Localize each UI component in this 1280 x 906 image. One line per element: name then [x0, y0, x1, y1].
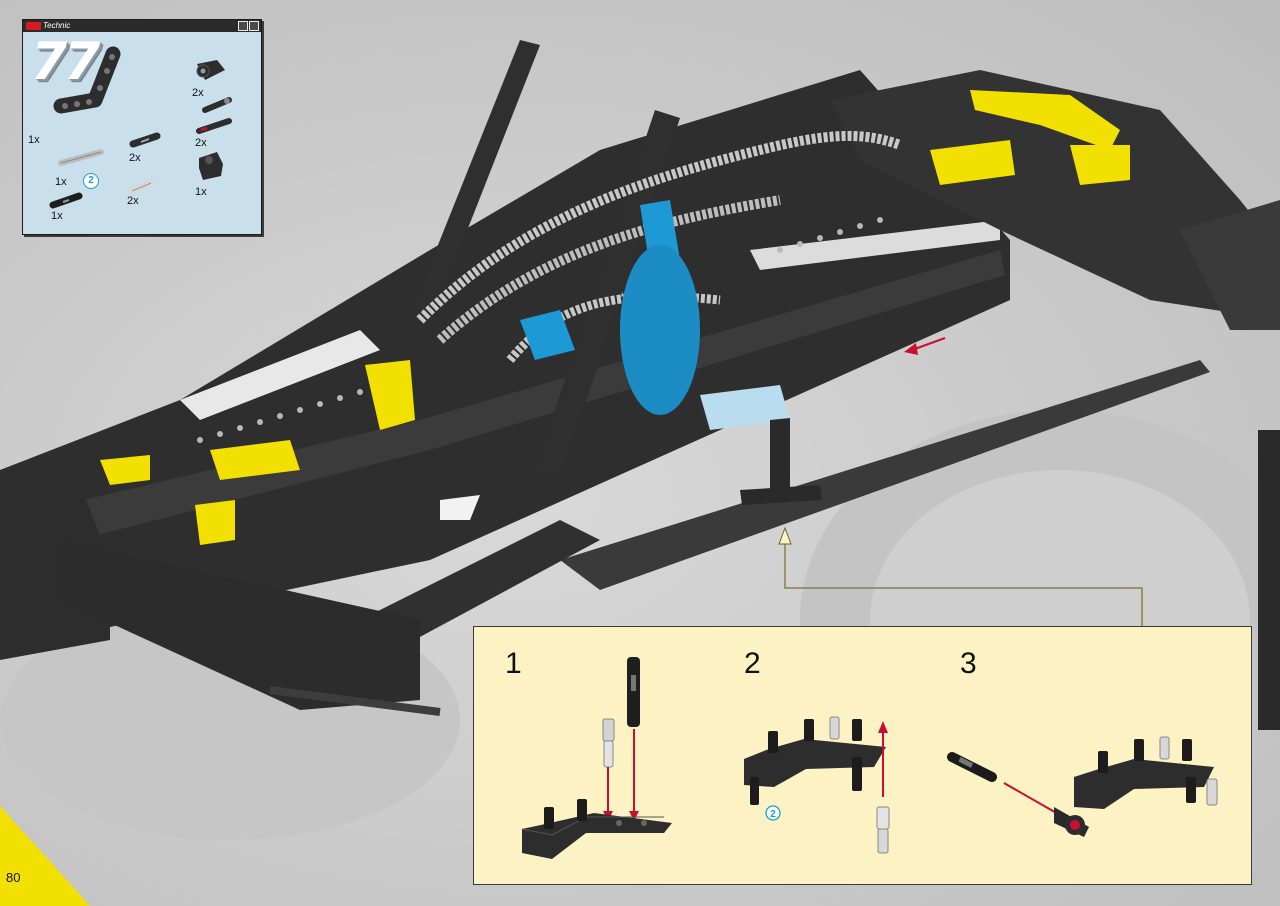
grey-axle-part	[58, 149, 104, 166]
friction-pin-part	[49, 192, 83, 209]
sub-step-1-illustration	[521, 657, 672, 859]
qty-round-connector: 2x	[192, 87, 204, 99]
brand-logo	[26, 22, 41, 30]
sub-step-3-illustration	[947, 736, 1218, 837]
page-corner-tab	[0, 806, 90, 906]
pin-pair-part	[129, 132, 161, 148]
qty-long-pin: 2x	[195, 137, 207, 149]
sub-step-1-number: 1	[505, 647, 522, 680]
parts-list-titlebar: Technic	[23, 20, 261, 32]
sub-step-2-illustration: 2	[744, 716, 890, 854]
long-pin-part	[196, 118, 232, 134]
axle-pin-part	[202, 97, 232, 113]
qty-axle-pin: 1x	[55, 176, 67, 188]
parts-list-panel: Technic 77 1x 2x 2x 2x 1x 2	[22, 19, 262, 235]
step-number: 77	[31, 32, 100, 92]
cross-block-part	[199, 152, 223, 180]
maximize-icon	[249, 21, 259, 31]
sub-assembly-callout: 1 2 3	[473, 626, 1252, 885]
bent-beam-part	[53, 46, 121, 114]
quantity-badge: 2	[83, 173, 99, 189]
sub-step-2-badge: 2	[770, 809, 776, 820]
brand-name: Technic	[43, 21, 71, 30]
qty-half-pin: 2x	[127, 195, 139, 207]
qty-bent-beam: 1x	[28, 134, 40, 146]
round-connector-part	[196, 60, 225, 80]
half-pin-part	[128, 179, 155, 195]
sub-step-2-number: 2	[744, 647, 761, 680]
sub-step-3-number: 3	[960, 647, 977, 680]
minimize-icon	[238, 21, 248, 31]
qty-cross-block: 1x	[195, 186, 207, 198]
qty-friction-pin: 1x	[51, 210, 63, 222]
page-number: 80	[6, 870, 21, 885]
qty-pin-pair: 2x	[129, 152, 141, 164]
sub-assembly-illustrations: 2	[521, 657, 1218, 859]
